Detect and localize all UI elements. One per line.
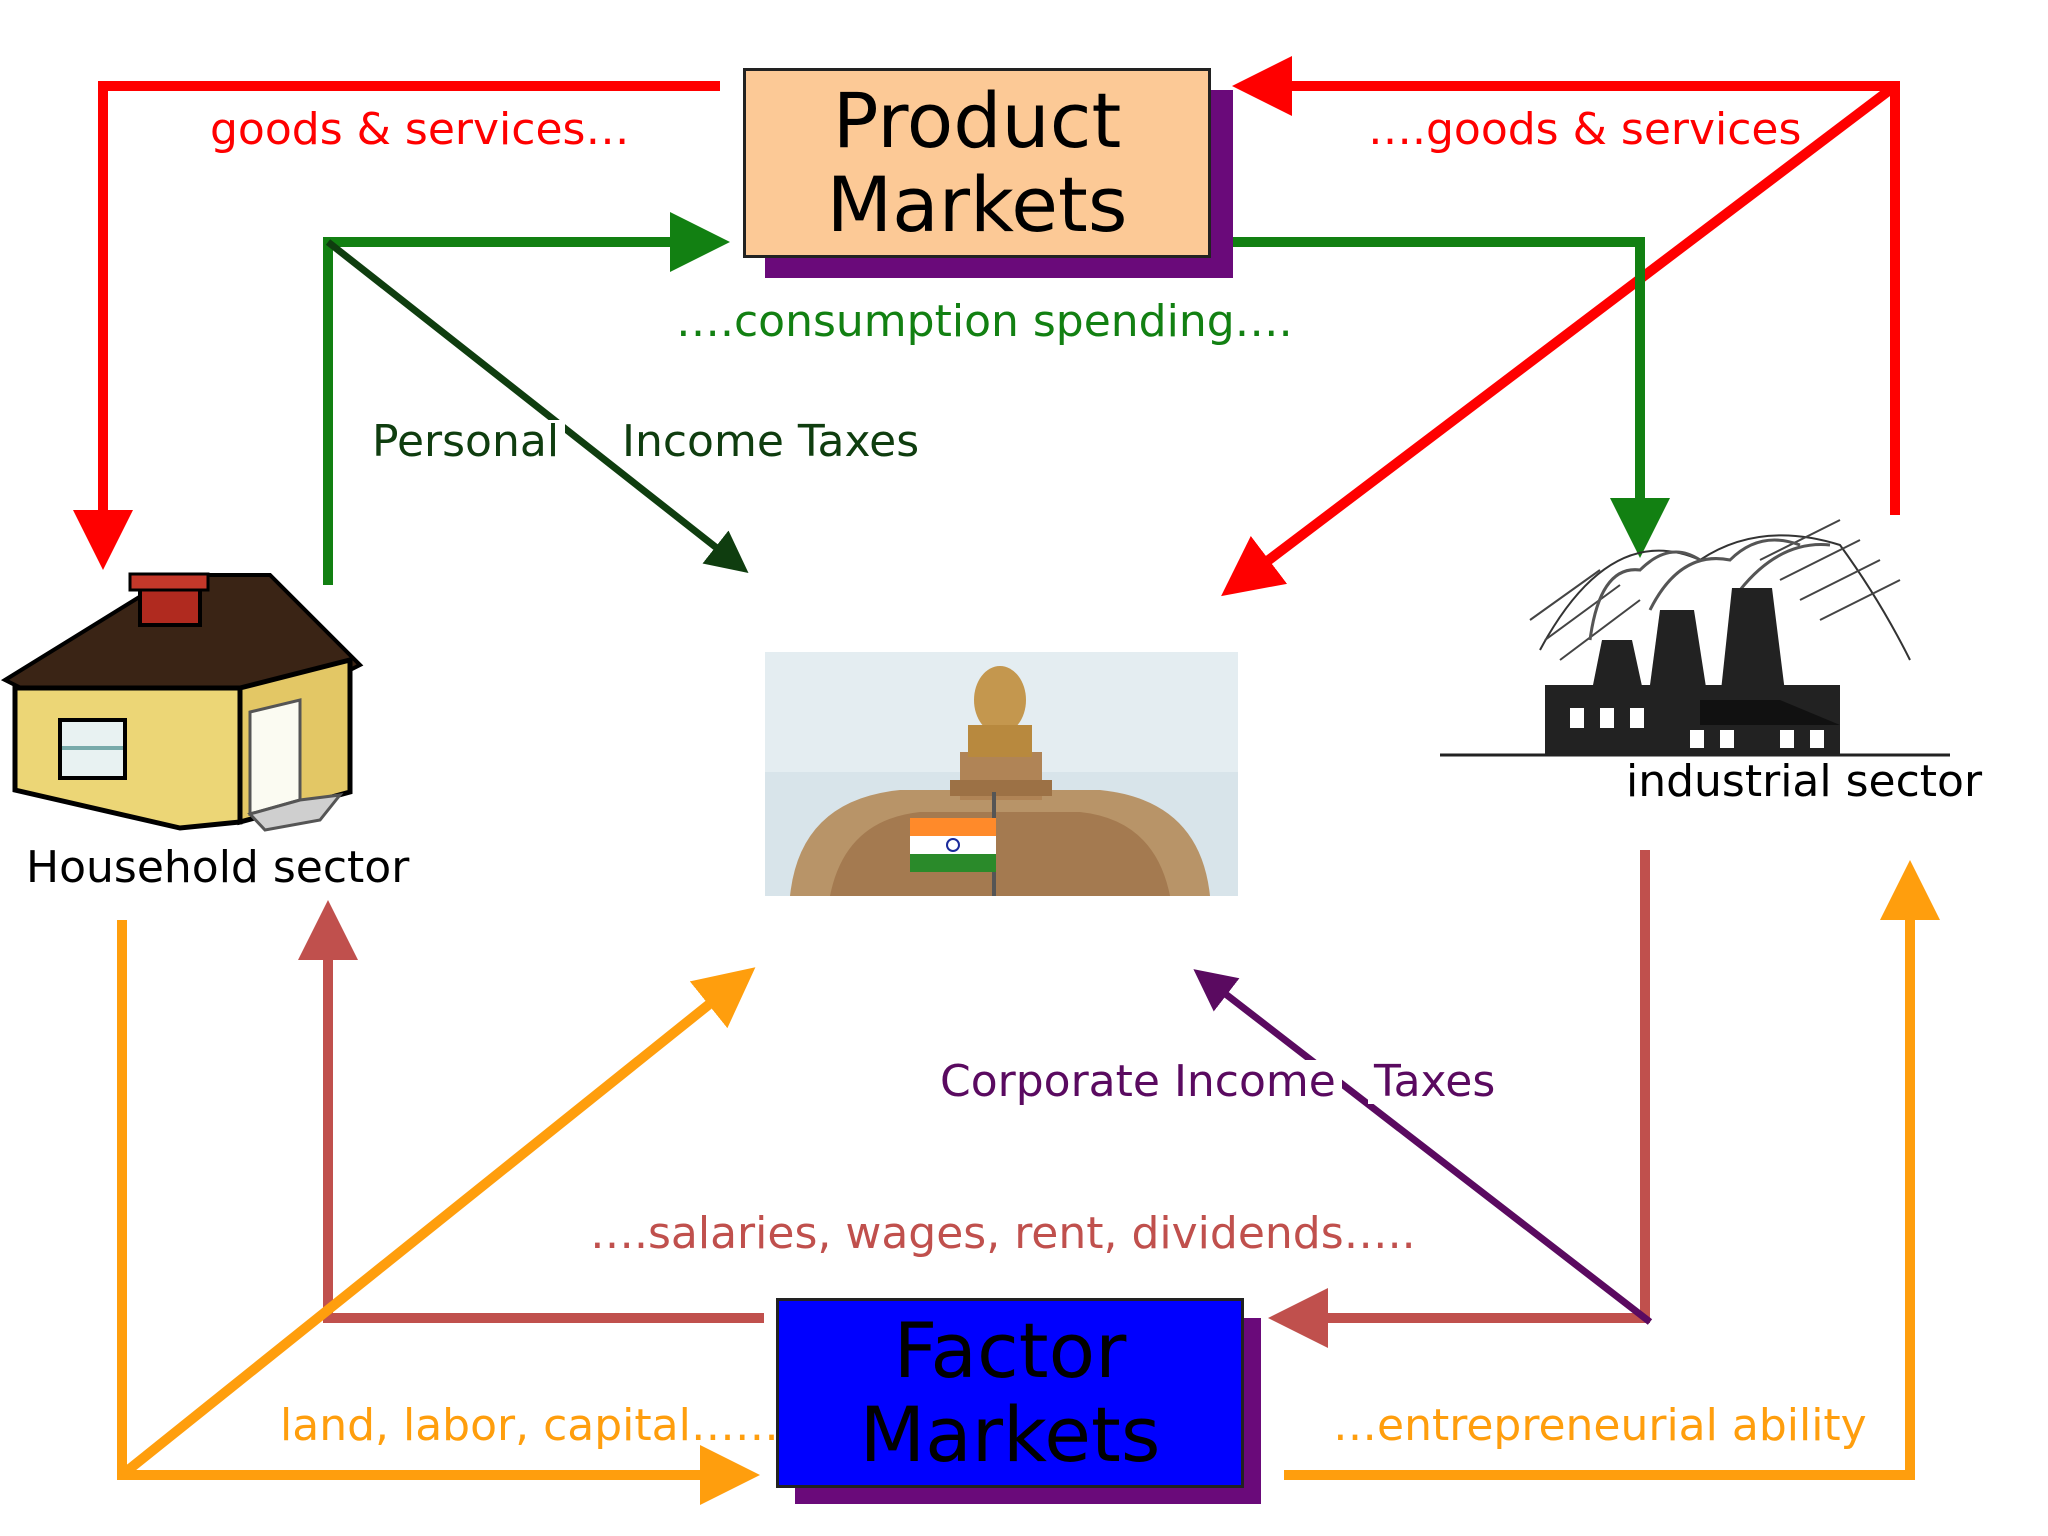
income-taxes-label: Income Taxes xyxy=(616,420,926,464)
personal-label: Personal xyxy=(366,420,566,464)
taxes-label: Taxes xyxy=(1368,1060,1502,1104)
resources-to-industry-arrow xyxy=(1284,860,1940,1480)
factory-icon xyxy=(1440,519,1950,757)
corporate-income-label: Corporate Income xyxy=(934,1060,1342,1104)
corporate-income-tax-arrow xyxy=(1193,969,1653,1325)
government-building-icon xyxy=(765,652,1238,896)
household-spending-arrow xyxy=(323,212,730,585)
resources-to-government-arrow xyxy=(118,967,756,1479)
household-sector-label: Household sector xyxy=(26,842,410,893)
consumption-spending-label: ….consumption spending…. xyxy=(676,296,1293,347)
factor-markets-box: Factor Markets xyxy=(776,1298,1244,1488)
industrial-sector-label: industrial sector xyxy=(1626,756,1983,807)
product-markets-line1: Product xyxy=(832,76,1122,166)
income-to-household-arrow xyxy=(298,900,764,1323)
product-markets-line2: Markets xyxy=(826,160,1128,249)
resources-from-household-arrow xyxy=(117,920,760,1505)
personal-income-tax-arrow xyxy=(325,239,749,573)
goods-to-government-arrow xyxy=(1221,82,1899,597)
goods-to-household-arrow xyxy=(73,81,720,570)
spending-to-industry-arrow xyxy=(1230,237,1670,558)
factor-markets-line2: Markets xyxy=(859,1390,1161,1479)
salaries-wages-label: ….salaries, wages, rent, dividends….. xyxy=(590,1208,1416,1259)
product-markets-box: Product Markets xyxy=(743,68,1211,258)
land-labor-capital-label: land, labor, capital…… xyxy=(280,1400,779,1451)
entrepreneurial-ability-label: …entrepreneurial ability xyxy=(1333,1400,1867,1451)
factor-markets-line1: Factor xyxy=(893,1306,1127,1396)
house-icon xyxy=(0,572,364,832)
goods-right-label: ….goods & services xyxy=(1368,104,1802,155)
goods-left-label: goods & services… xyxy=(210,104,630,155)
